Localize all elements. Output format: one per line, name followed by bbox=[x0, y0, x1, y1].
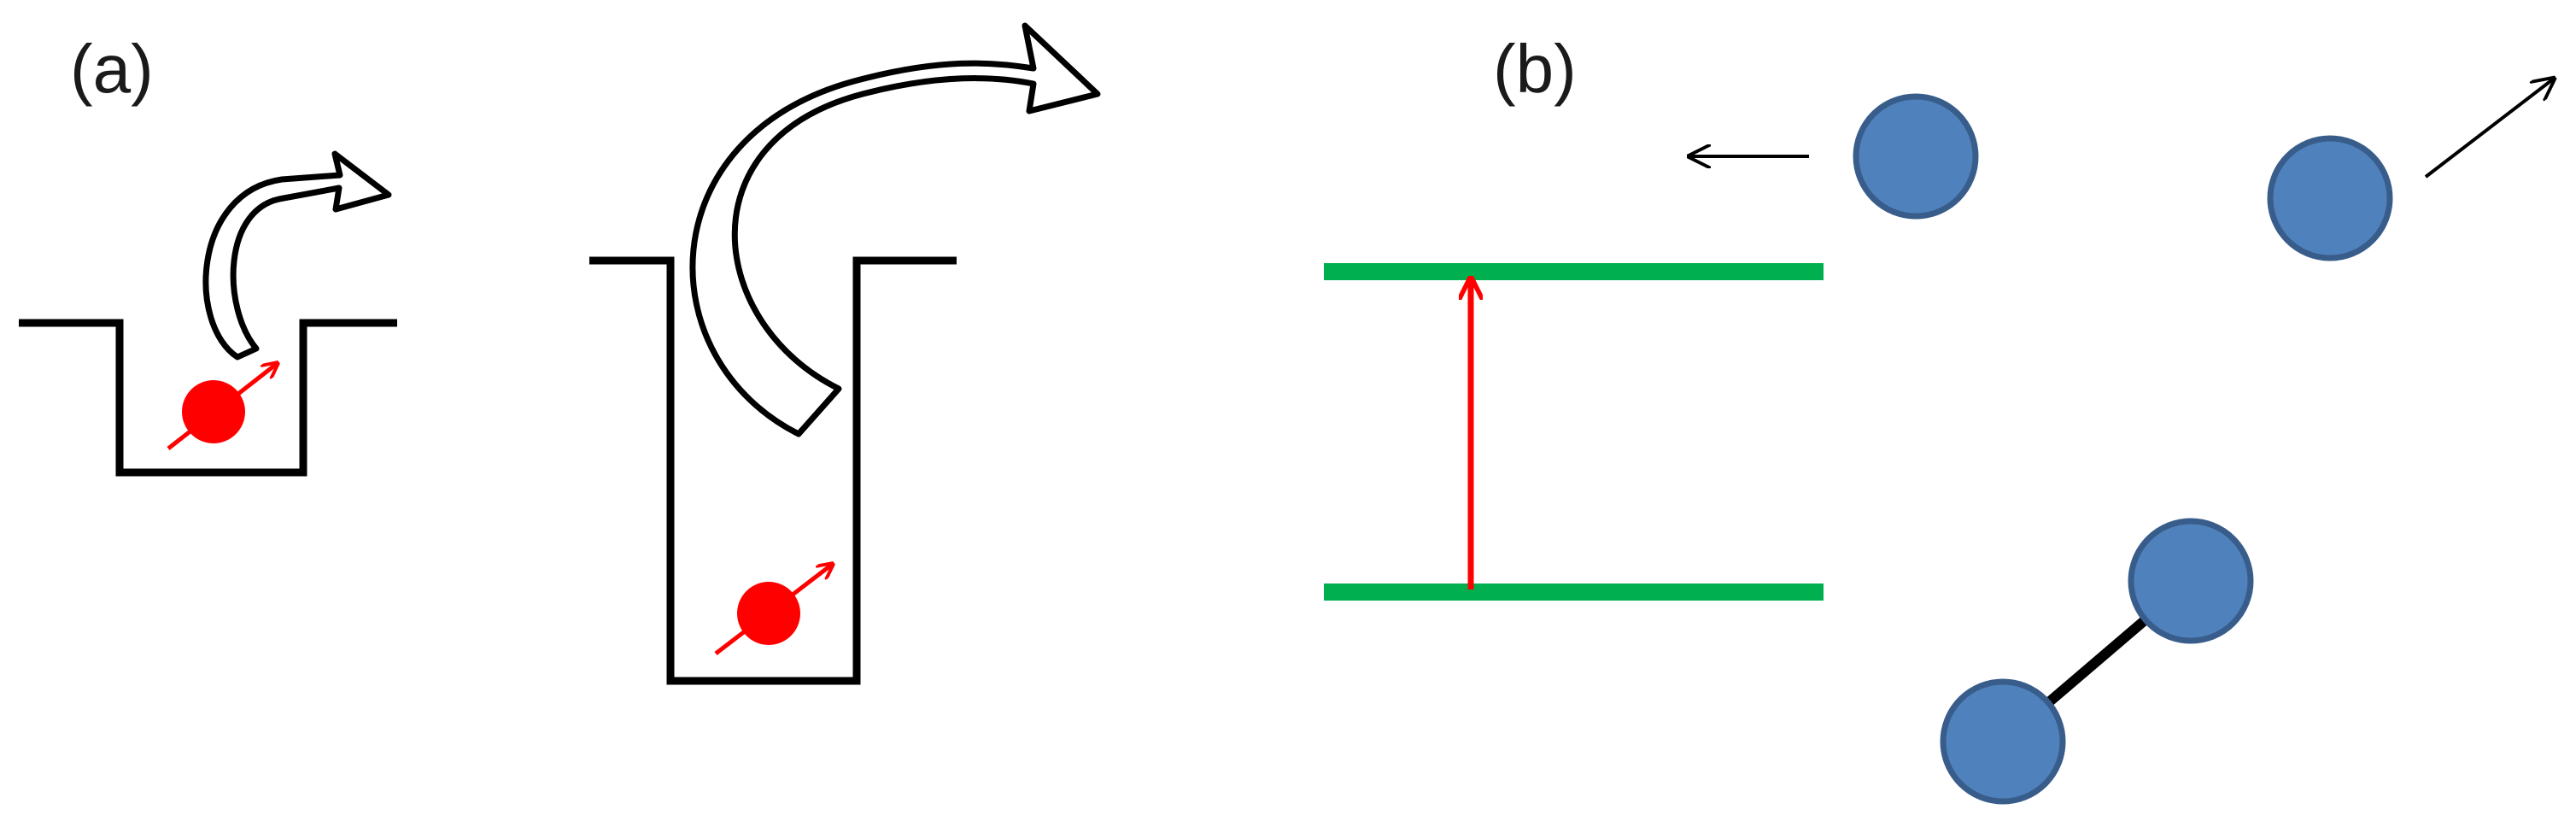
atom bbox=[1853, 93, 1979, 220]
shallow-well bbox=[19, 319, 397, 477]
spin-arrow bbox=[167, 363, 278, 450]
panel-a-label: (a) bbox=[70, 31, 154, 107]
spin-particle-shallow bbox=[167, 363, 278, 450]
velocity-arrow-upright bbox=[2424, 79, 2554, 179]
atom bbox=[2128, 518, 2254, 644]
panel-b: (b) bbox=[1324, 31, 2554, 805]
panel-a: (a) bbox=[19, 22, 1101, 685]
free-atom-right bbox=[2267, 79, 2554, 261]
spin-arrow bbox=[714, 564, 833, 655]
free-atom-left bbox=[1689, 93, 1979, 220]
small-escape-arrow bbox=[202, 150, 392, 361]
large-escape-arrow bbox=[689, 22, 1101, 437]
deep-well bbox=[589, 256, 957, 685]
panel-b-label: (b) bbox=[1493, 31, 1577, 107]
atom bbox=[2267, 135, 2393, 261]
bound-molecule bbox=[1940, 518, 2254, 805]
atom bbox=[1940, 678, 2066, 805]
spin-particle-deep bbox=[714, 564, 833, 655]
